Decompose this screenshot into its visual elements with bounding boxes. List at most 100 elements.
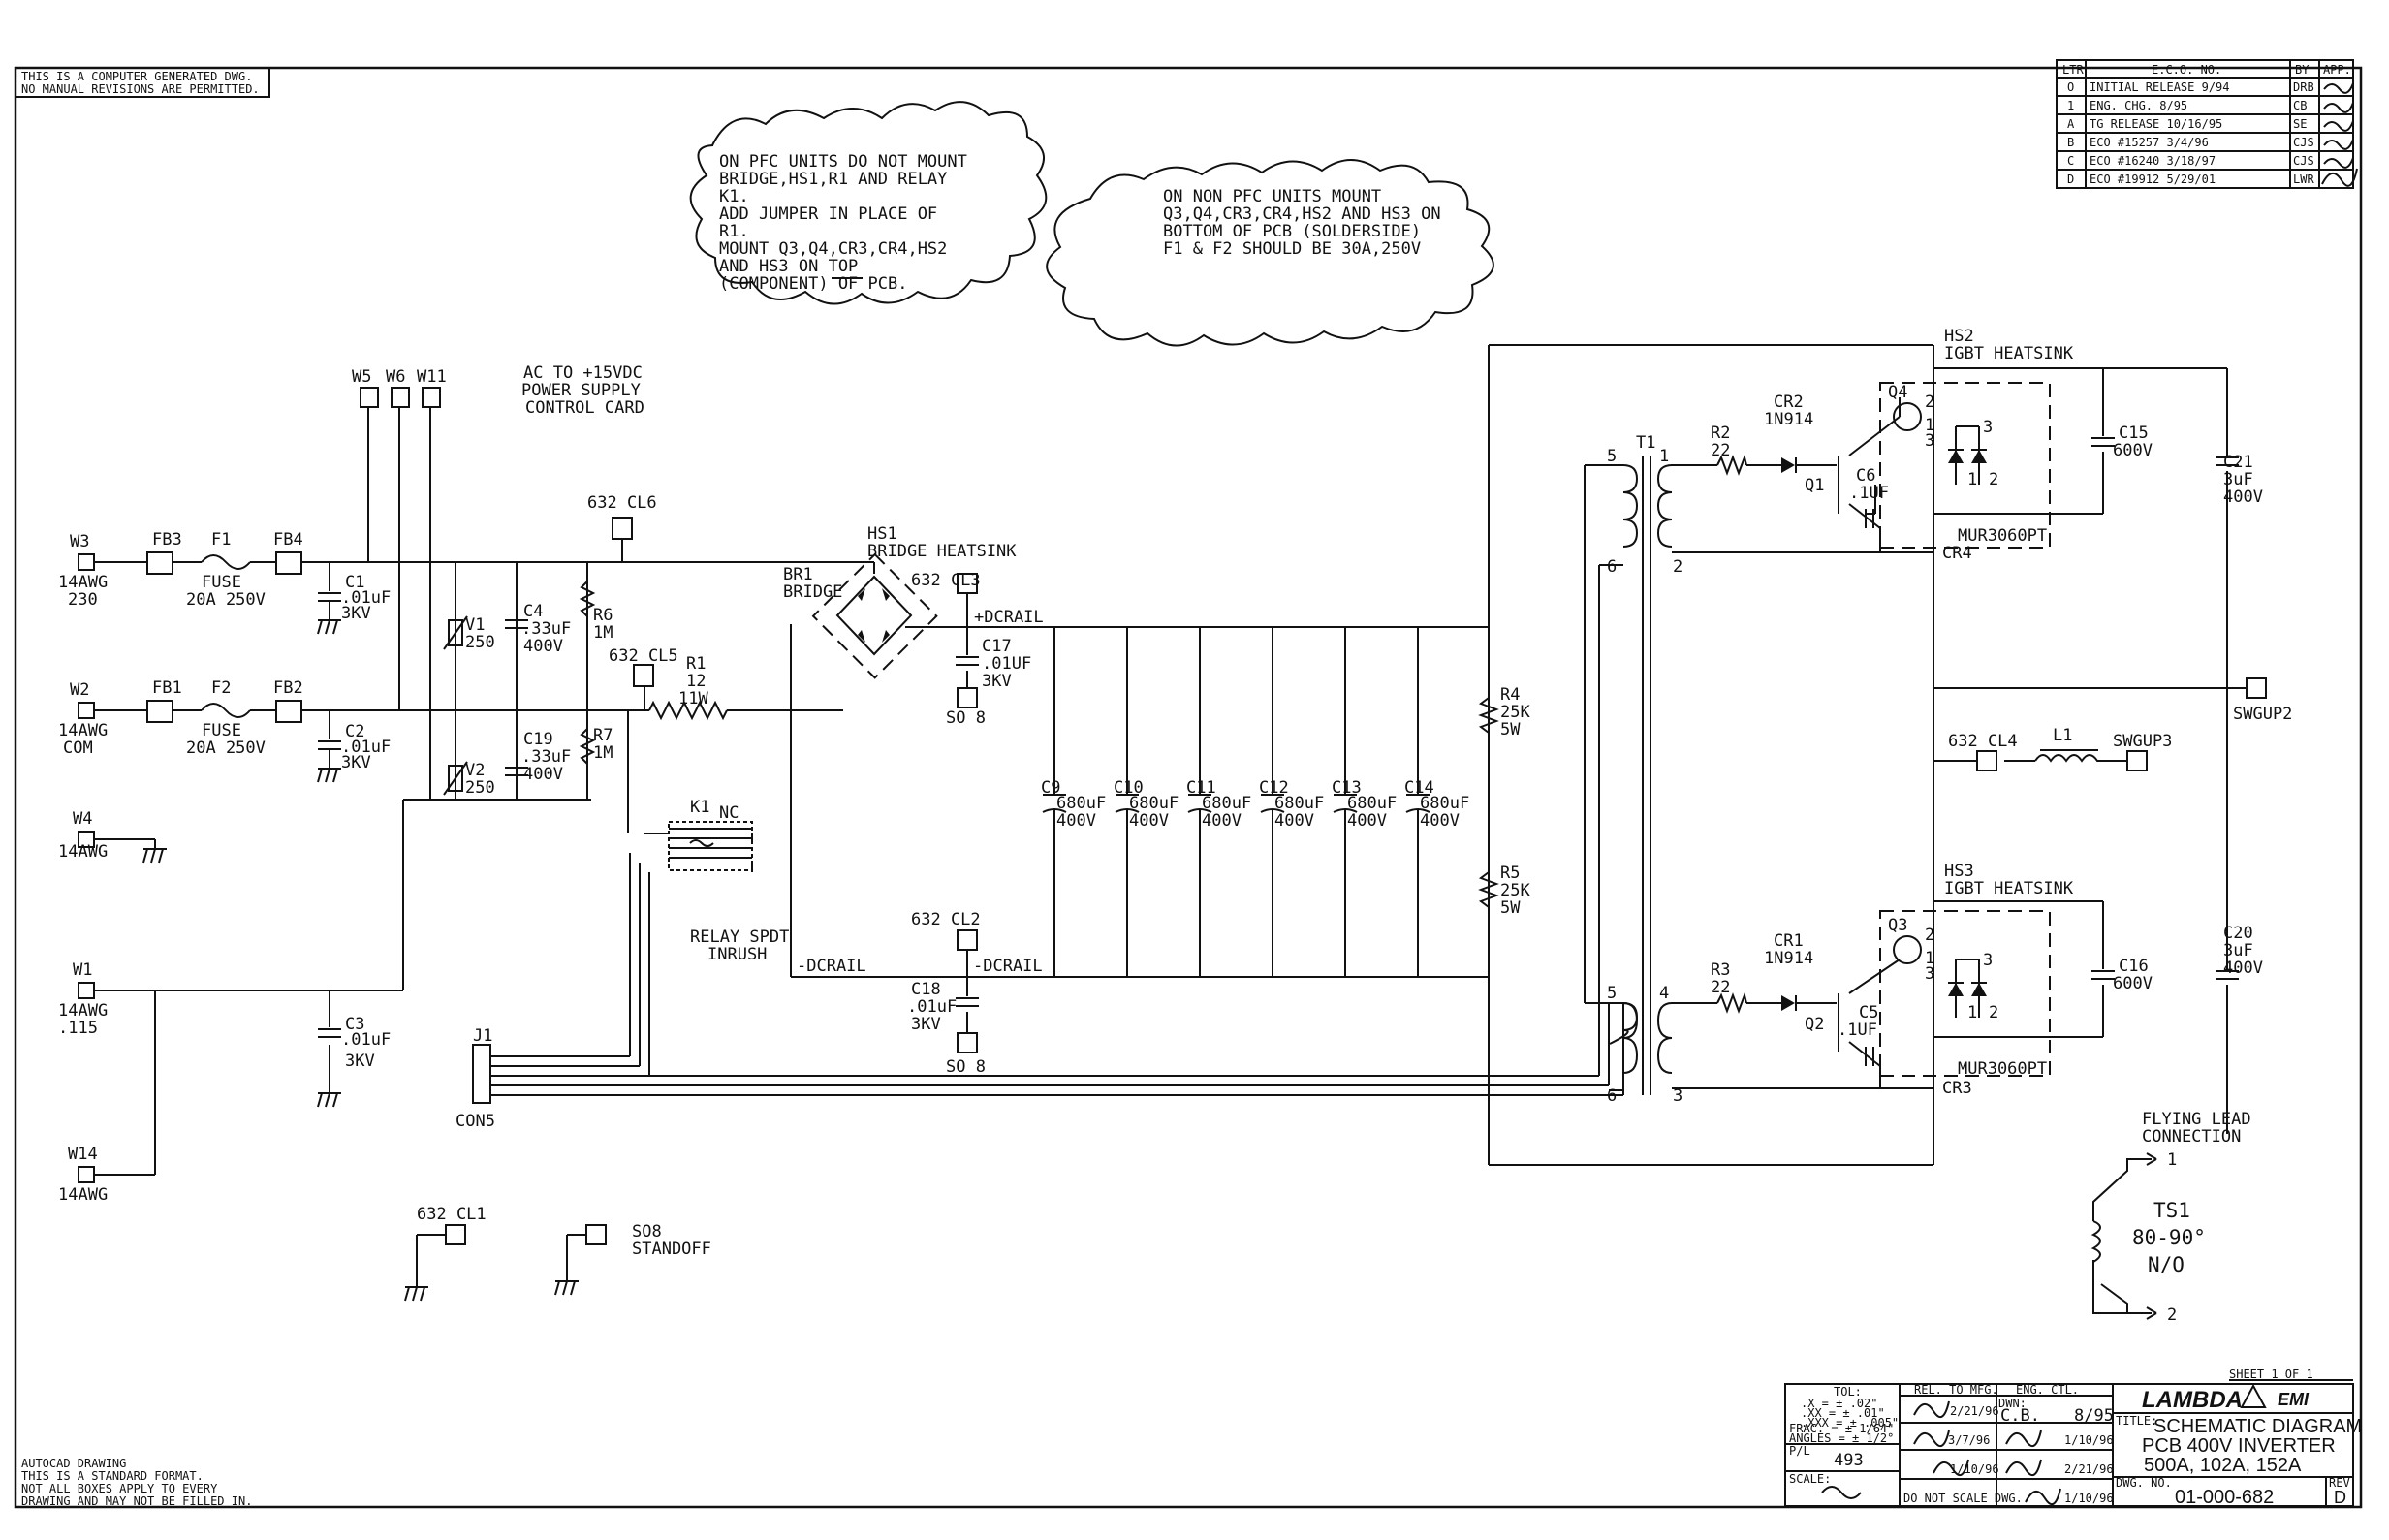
label-fb1: FB1 — [152, 678, 182, 698]
label-so8-b: SO 8 — [946, 1057, 986, 1077]
label-r3: R3 — [1711, 960, 1730, 980]
label-c15-rating: 600V — [2113, 441, 2153, 460]
cap-plate-bottom — [1115, 808, 1140, 813]
terminal-so8-b[interactable] — [957, 1032, 978, 1053]
terminal-boxes — [78, 387, 2267, 1245]
ground-tine — [325, 1092, 330, 1108]
ferrite-beads-fuses — [136, 551, 312, 723]
connector-j1[interactable] — [472, 1044, 491, 1104]
terminal-cl2[interactable] — [957, 929, 978, 951]
label-cr1-part: 1N914 — [1764, 949, 1813, 968]
terminal-w1[interactable] — [78, 982, 95, 999]
doc-date: 1/10/96 — [2064, 1433, 2114, 1447]
autocad-line-2: THIS IS A STANDARD FORMAT. — [21, 1469, 204, 1483]
label-so8-standoff: SO8 — [632, 1222, 662, 1241]
terminal-w4[interactable] — [78, 831, 95, 848]
label-cap-name: C12 — [1259, 778, 1289, 798]
label-w11: W11 — [417, 367, 447, 387]
label-fb2: FB2 — [273, 678, 303, 698]
dont-scale-note: DO NOT SCALE DWG. — [1903, 1492, 2023, 1505]
label-f1-type: FUSE — [202, 573, 241, 592]
label-cap-value: 680uF — [1347, 794, 1397, 813]
t1-pin-5a: 5 — [1607, 447, 1617, 466]
terminal-cl1[interactable] — [445, 1224, 466, 1245]
label-fb3: FB3 — [152, 530, 182, 550]
terminal-swgup2[interactable] — [2246, 677, 2267, 699]
relay-k1 — [668, 821, 753, 871]
autocad-notice: AUTOCAD DRAWING THIS IS A STANDARD FORMA… — [21, 1457, 252, 1508]
label-hs2-title: IGBT HEATSINK — [1944, 344, 2074, 363]
t1-pin-4: 4 — [1659, 984, 1669, 1003]
label-f1: F1 — [211, 530, 231, 550]
label-c17: C17 — [982, 637, 1012, 656]
label-j1: J1 — [473, 1026, 492, 1046]
label-w4: W4 — [73, 809, 92, 829]
pfc-note-line: BRIDGE,HS1,R1 AND RELAY — [719, 170, 947, 189]
label-w2-v: COM — [63, 739, 93, 758]
label-cap-rating: 400V — [1056, 811, 1096, 831]
label-f2-rating: 20A 250V — [186, 739, 266, 758]
rev-row-by: LWR — [2293, 173, 2314, 186]
terminal-so8-standoff[interactable] — [585, 1224, 607, 1245]
terminal-cl6[interactable] — [612, 517, 633, 540]
label-v2: V2 — [465, 761, 485, 780]
t1-pin-6a: 6 — [1607, 557, 1617, 577]
dwn-value: C.B. — [2000, 1406, 2040, 1426]
sheet-number: SHEET 1 OF 1 — [2229, 1367, 2313, 1381]
terminal-cl3[interactable] — [957, 573, 978, 594]
signature-rel — [1913, 1400, 1950, 1419]
hs2-heatsink-outline — [1879, 382, 2051, 549]
label-c4: C4 — [523, 602, 543, 621]
label-q1: Q1 — [1805, 476, 1824, 495]
pfc-note-line: (COMPONENT) OF PCB. — [719, 274, 907, 294]
terminal-so8-a[interactable] — [957, 687, 978, 708]
terminal-w5[interactable] — [360, 387, 379, 408]
t1-pin-2: 2 — [1673, 557, 1682, 577]
terminal-w6[interactable] — [391, 387, 410, 408]
label-f1-rating: 20A 250V — [186, 590, 266, 610]
terminal-w3[interactable] — [78, 553, 95, 571]
label-c16: C16 — [2119, 957, 2149, 976]
label-cap-name: C10 — [1114, 778, 1144, 798]
rev-row-ltr: C — [2067, 154, 2074, 168]
pfc-note-line: ON PFC UNITS DO NOT MOUNT — [719, 152, 967, 172]
non-pfc-note-line: ON NON PFC UNITS MOUNT — [1163, 187, 1381, 206]
ground-tine — [332, 619, 338, 635]
terminal-swgup3[interactable] — [2126, 750, 2148, 771]
mur2-pin-1: 1 — [1967, 1003, 1977, 1022]
label-cap-rating: 400V — [1420, 811, 1460, 831]
label-c4-value: .33uF — [521, 619, 571, 639]
label-fb4: FB4 — [273, 530, 303, 550]
terminal-w14[interactable] — [78, 1166, 95, 1183]
tol-xxx: .XXX = ± .005" — [1801, 1416, 1899, 1430]
cap-plate-bottom — [1260, 808, 1285, 813]
bridge-br1 — [835, 575, 913, 656]
label-hs1: HS1 — [867, 524, 897, 544]
ground-tine — [325, 768, 330, 783]
ts1-pin-1: 1 — [2167, 1150, 2177, 1170]
label-c6: C6 — [1856, 466, 1875, 486]
label-q2: Q2 — [1805, 1015, 1824, 1034]
label-cap-value: 680uF — [1274, 794, 1324, 813]
terminal-cl5[interactable] — [633, 664, 654, 687]
ground-tine — [404, 1286, 410, 1302]
label-cap-value: 680uF — [1056, 794, 1106, 813]
label-w2-wire: 14AWG — [58, 721, 108, 740]
q3-pin-3: 3 — [1925, 964, 1934, 984]
terminal-w11[interactable] — [422, 387, 441, 408]
rev-row-eco: INITIAL RELEASE 9/94 — [2090, 80, 2230, 94]
non-pfc-note-line: Q3,Q4,CR3,CR4,HS2 AND HS3 ON — [1163, 204, 1441, 224]
label-c19-value: .33uF — [521, 747, 571, 767]
division-name: EMI — [2278, 1390, 2310, 1409]
ground-tine — [332, 1092, 338, 1108]
label-c20-rating: 400V — [2223, 959, 2263, 978]
label-cap-name: C11 — [1186, 778, 1216, 798]
terminal-cl4[interactable] — [1976, 750, 1997, 771]
q3-pin-2: 2 — [1925, 926, 1934, 945]
label-c18: C18 — [911, 980, 941, 999]
rev-row-by: CJS — [2293, 154, 2314, 168]
terminal-w2[interactable] — [78, 702, 95, 719]
label-r3-value: 22 — [1711, 978, 1730, 997]
rev-row-eco: ECO #16240 3/18/97 — [2090, 154, 2216, 168]
